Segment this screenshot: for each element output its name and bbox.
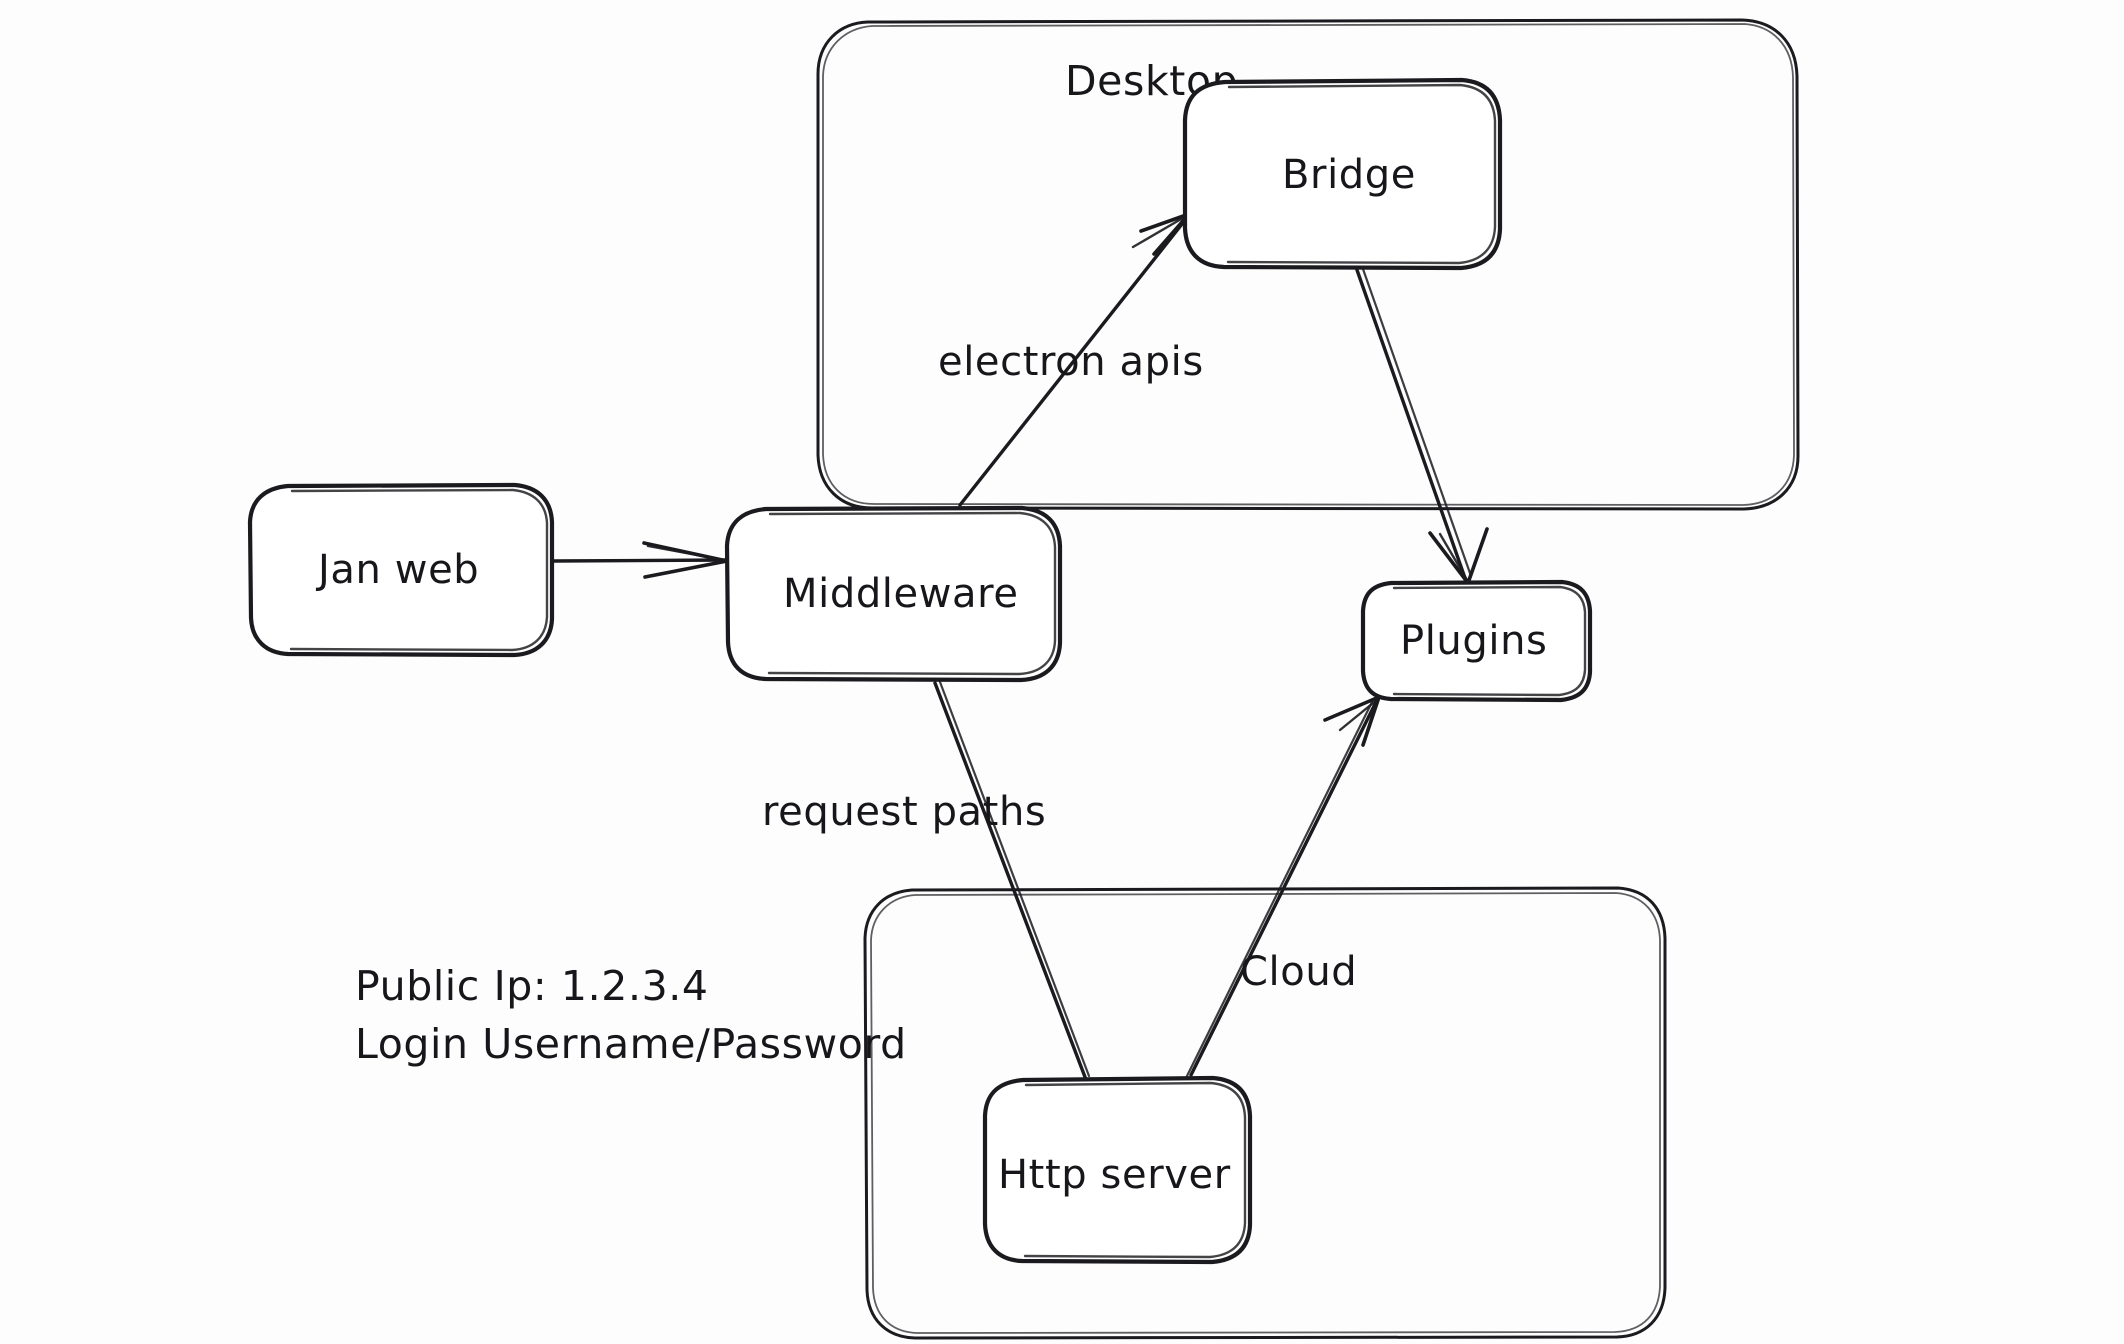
- node-jan-web[interactable]: Jan web: [247, 482, 555, 658]
- desktop-boundary-ghost: [822, 23, 1795, 506]
- node-box-bridge: [1182, 77, 1503, 271]
- node-box-middleware-ghost: [767, 511, 1057, 676]
- node-box-http-server: [982, 1075, 1253, 1265]
- node-label-bridge: Bridge: [1282, 152, 1416, 198]
- node-box-plugins-ghost: [1392, 585, 1587, 697]
- arrowhead-middleware-left-ghost: [646, 544, 726, 562]
- cloud-boundary: [863, 886, 1667, 1340]
- note-public-ip: Public Ip: 1.2.3.4 Login Username/Passwo…: [355, 962, 907, 1068]
- edge-line-http-server-plugins: [1189, 698, 1379, 1077]
- edge-line-middleware-bridge: [958, 217, 1188, 507]
- edge-label-electron-apis: electron apis: [938, 339, 1204, 385]
- edge-label-cloud: Cloud: [1240, 949, 1357, 995]
- node-box-middleware: [724, 505, 1063, 683]
- note-line-login: Login Username/Password: [355, 1020, 907, 1068]
- arrowhead-plugins-top-ghost: [1438, 532, 1469, 582]
- node-box-http-server-ghost: [1023, 1081, 1247, 1259]
- group-cloud[interactable]: [863, 886, 1667, 1340]
- edge-jan-web-to-middleware: [551, 541, 729, 579]
- node-bridge[interactable]: Bridge: [1182, 77, 1503, 271]
- note-line-public-ip: Public Ip: 1.2.3.4: [355, 962, 709, 1010]
- node-middleware[interactable]: Middleware: [724, 505, 1063, 683]
- node-label-plugins: Plugins: [1400, 618, 1547, 664]
- group-desktop[interactable]: Desktop: [816, 18, 1800, 511]
- node-box-bridge-ghost: [1226, 83, 1497, 265]
- edge-line-jan-web-middleware: [551, 558, 728, 563]
- arrowhead-bridge-left-ghost: [1131, 213, 1190, 249]
- node-http-server[interactable]: Http server: [982, 1075, 1253, 1265]
- node-box-jan-web: [247, 482, 555, 658]
- desktop-boundary: [816, 18, 1800, 511]
- edge-line-bridge-plugins: [1355, 268, 1467, 580]
- edge-line-http-server-plugins-ghost: [1184, 700, 1374, 1080]
- edge-line-middleware-http-server: [933, 681, 1087, 1079]
- edge-http-server-to-plugins: Cloud: [1184, 695, 1381, 1080]
- node-label-middleware: Middleware: [783, 571, 1019, 617]
- edge-line-middleware-http-server-ghost: [938, 680, 1091, 1078]
- node-label-jan-web: Jan web: [315, 547, 479, 593]
- cloud-boundary-ghost: [870, 892, 1661, 1334]
- edge-bridge-to-plugins: [1355, 267, 1489, 585]
- arrowhead-plugins-bottomleft-ghost: [1338, 697, 1380, 732]
- edge-middleware-to-http-server: request paths: [762, 680, 1091, 1079]
- node-label-http-server: Http server: [998, 1152, 1231, 1198]
- edge-line-bridge-plugins-ghost: [1361, 267, 1473, 578]
- edge-label-request-paths: request paths: [762, 789, 1046, 835]
- node-box-plugins: [1360, 579, 1593, 703]
- edge-middleware-to-bridge: electron apis: [938, 212, 1204, 507]
- node-plugins[interactable]: Plugins: [1360, 579, 1593, 703]
- node-box-jan-web-ghost: [289, 488, 549, 652]
